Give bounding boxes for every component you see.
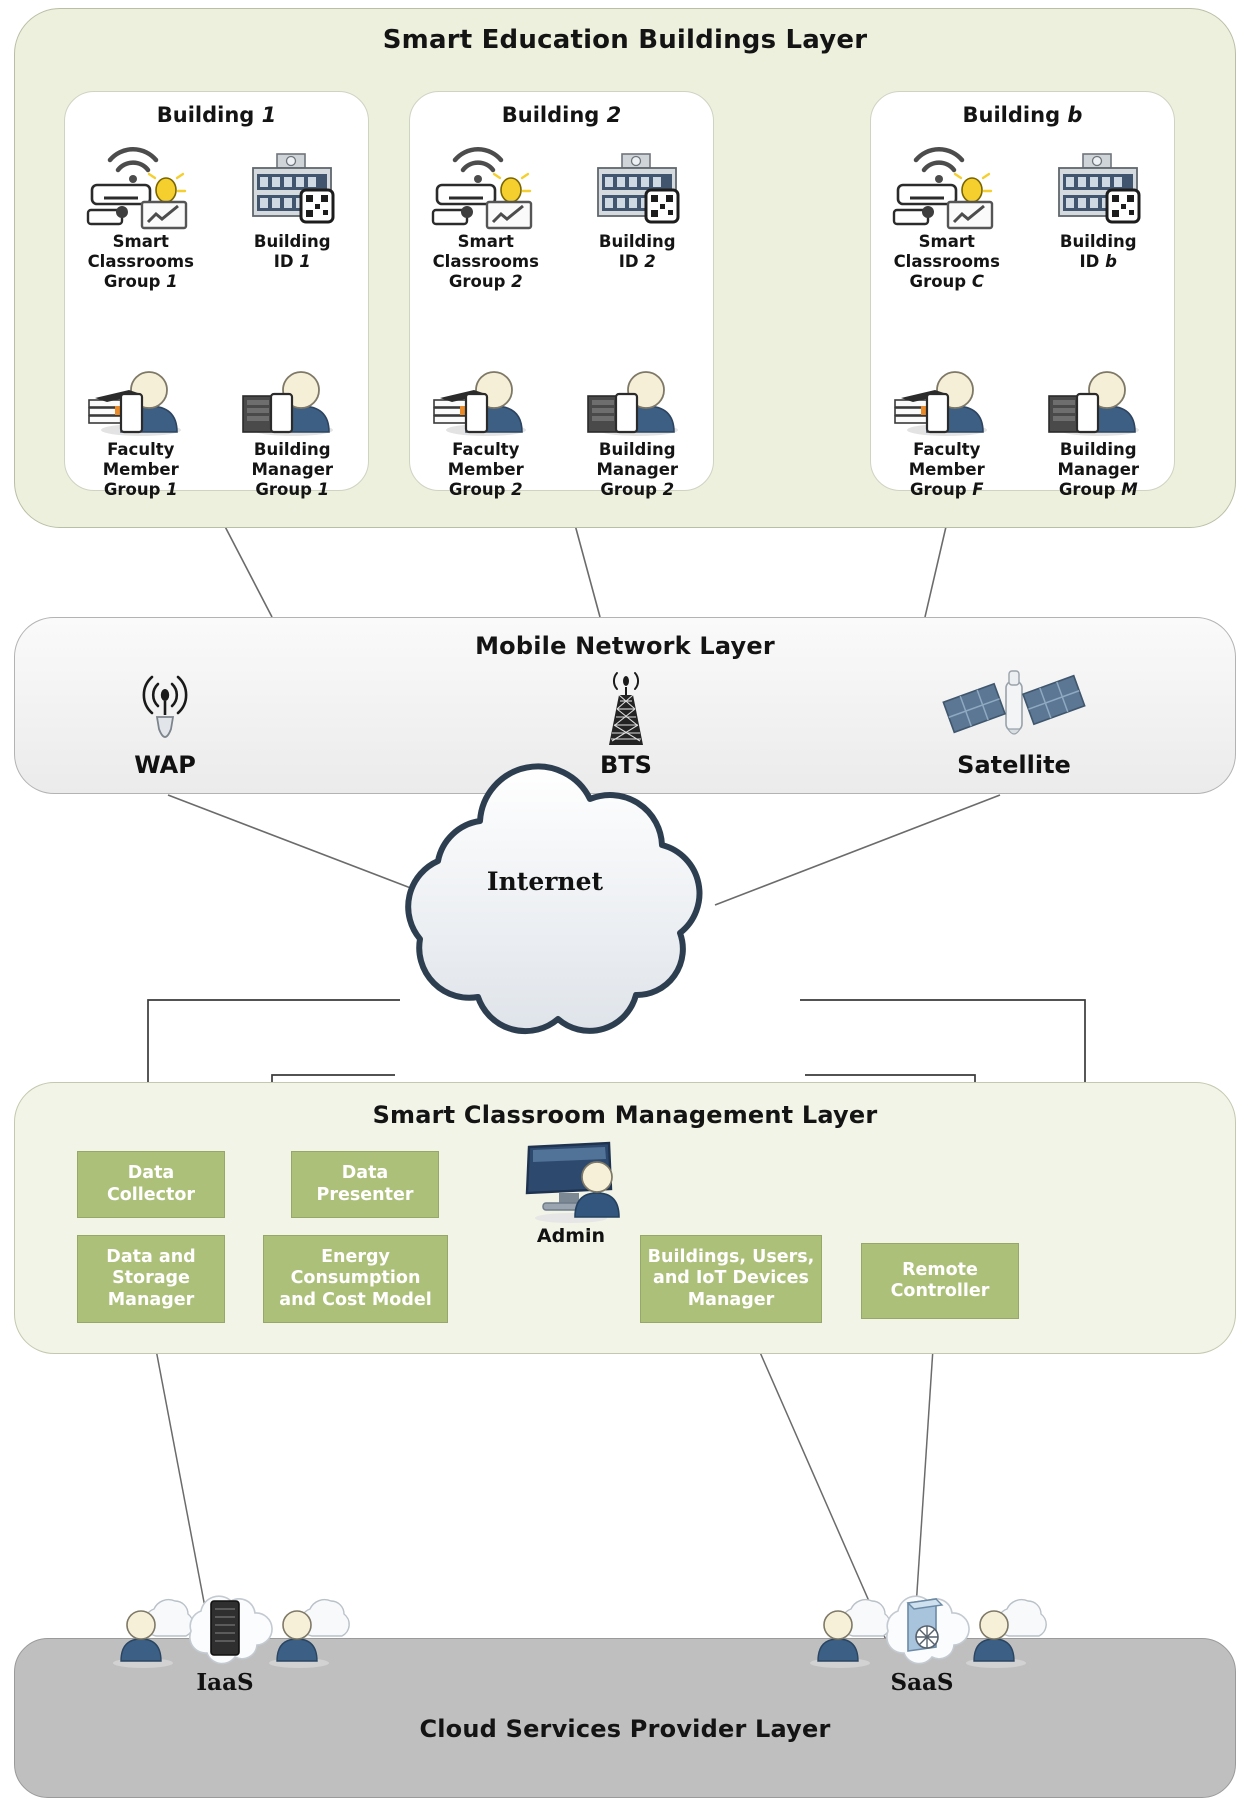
faculty-member-icon — [65, 346, 217, 436]
smart-classroom-icon — [871, 138, 1023, 230]
cell-tower-icon — [511, 670, 741, 745]
rc-line2: Controller — [890, 1281, 990, 1301]
dsm-line2: Storage — [112, 1268, 190, 1289]
smart-classrooms-group-c[interactable]: Smart Classrooms Group C — [871, 138, 1023, 292]
data-presenter-box[interactable]: Data Presenter — [291, 1151, 439, 1218]
rc-line1: Remote — [902, 1259, 978, 1280]
building-card-2[interactable]: Building 2 — [409, 91, 714, 499]
internet-cloud: Internet — [330, 745, 760, 1045]
data-presenter-line1: Data — [341, 1163, 389, 1184]
dsm-line1: Data and — [106, 1246, 196, 1267]
building-card-b[interactable]: Building b — [870, 91, 1175, 499]
building-id-b-label: Building ID b — [1059, 232, 1137, 272]
smart-classroom-management-layer: Smart Classroom Management Layer Data Co… — [14, 1082, 1236, 1354]
building-manager-icon — [217, 346, 369, 436]
satellite-icon — [899, 670, 1129, 745]
ecm-line3: and Cost Model — [279, 1289, 432, 1310]
admin-user-monitor-icon — [501, 1141, 641, 1223]
buildings-layer-title: Smart Education Buildings Layer — [382, 25, 868, 55]
faculty-member-group-2[interactable]: Faculty Member Group 2 — [410, 346, 562, 500]
admin-label: Admin — [536, 1225, 606, 1247]
buildings-users-and-iot-devices-manager-box[interactable]: Buildings, Users, and IoT Devices Manage… — [640, 1235, 822, 1323]
building-id-b[interactable]: Building ID b — [1023, 138, 1175, 272]
building-manager-group-m[interactable]: Building Manager Group M — [1023, 346, 1175, 500]
ecm-line2: Consumption — [290, 1268, 421, 1289]
building-b-title: Building b — [962, 103, 1083, 127]
data-presenter-line2: Presenter — [316, 1184, 414, 1205]
mobile-network-layer-title: Mobile Network Layer — [475, 632, 775, 660]
building-qr-icon — [217, 138, 369, 228]
building-manager-icon — [1023, 346, 1175, 436]
building-manager-group-2[interactable]: Building Manager Group 2 — [562, 346, 714, 500]
building-id-2-label: Building ID 2 — [598, 232, 676, 272]
software-cloud-icon — [767, 1571, 1077, 1668]
csp-layer-title: Cloud Services Provider Layer — [419, 1715, 831, 1743]
smart-classrooms-group-2[interactable]: Smart Classrooms Group 2 — [410, 138, 562, 292]
energy-consumption-and-cost-model-box[interactable]: Energy Consumption and Cost Model — [263, 1235, 448, 1323]
server-cloud-icon — [70, 1571, 380, 1668]
smart-education-buildings-layer: Smart Education Buildings Layer Building… — [14, 8, 1236, 528]
building-qr-icon — [562, 138, 714, 228]
building-manager-icon — [562, 346, 714, 436]
data-and-storage-manager-box[interactable]: Data and Storage Manager — [77, 1235, 225, 1323]
smart-classrooms-group-c-label: Smart Classrooms Group C — [893, 232, 1000, 292]
admin-node[interactable]: Admin — [501, 1141, 641, 1247]
faculty-member-group-f-label: Faculty Member Group F — [908, 440, 985, 500]
saas-label: SaaS — [890, 1669, 954, 1696]
building-manager-group-1-label: Building Manager Group 1 — [251, 440, 334, 500]
building-id-1[interactable]: Building ID 1 — [217, 138, 369, 272]
building-manager-group-1[interactable]: Building Manager Group 1 — [217, 346, 369, 500]
faculty-member-icon — [410, 346, 562, 436]
satellite-label: Satellite — [957, 751, 1071, 779]
building-manager-group-m-label: Building Manager Group M — [1057, 440, 1140, 500]
smart-classrooms-group-1-label: Smart Classrooms Group 1 — [87, 232, 194, 292]
faculty-member-group-1[interactable]: Faculty Member Group 1 — [65, 346, 217, 500]
management-layer-title: Smart Classroom Management Layer — [372, 1101, 878, 1129]
cloud-icon — [405, 763, 703, 1035]
buim-line1: Buildings, Users, — [647, 1246, 815, 1267]
building-2-title: Building 2 — [501, 103, 622, 127]
internet-label: Internet — [486, 867, 604, 896]
building-id-2[interactable]: Building ID 2 — [562, 138, 714, 272]
iaas-group[interactable]: IaaS — [70, 1571, 380, 1696]
faculty-member-group-1-label: Faculty Member Group 1 — [102, 440, 179, 500]
ecm-line1: Energy — [321, 1246, 390, 1267]
smart-classroom-icon — [410, 138, 562, 230]
saas-group[interactable]: SaaS — [767, 1571, 1077, 1696]
data-collector-box[interactable]: Data Collector — [77, 1151, 225, 1218]
smart-classroom-icon — [65, 138, 217, 230]
wap-label: WAP — [134, 751, 196, 779]
smart-classrooms-group-2-label: Smart Classrooms Group 2 — [432, 232, 539, 292]
mobile-node-satellite[interactable]: Satellite — [899, 670, 1129, 779]
buim-line3: Manager — [687, 1289, 775, 1310]
iaas-label: IaaS — [196, 1669, 254, 1696]
faculty-member-icon — [871, 346, 1023, 436]
building-manager-group-2-label: Building Manager Group 2 — [596, 440, 679, 500]
data-collector-line2: Collector — [106, 1184, 196, 1205]
faculty-member-group-f[interactable]: Faculty Member Group F — [871, 346, 1023, 500]
building-card-1[interactable]: Building 1 — [64, 91, 369, 499]
mobile-node-bts[interactable]: BTS — [511, 670, 741, 779]
building-qr-icon — [1023, 138, 1175, 228]
buim-line2: and IoT Devices — [653, 1268, 809, 1289]
cloud-services-provider-layer: Cloud Services Provider Layer — [14, 1595, 1236, 1798]
bts-label: BTS — [600, 751, 652, 779]
smart-classrooms-group-1[interactable]: Smart Classrooms Group 1 — [65, 138, 217, 292]
mobile-node-wap[interactable]: WAP — [50, 670, 280, 779]
building-id-1-label: Building ID 1 — [253, 232, 331, 272]
data-collector-line1: Data — [127, 1163, 175, 1184]
dsm-line3: Manager — [107, 1289, 195, 1310]
wireless-access-point-icon — [50, 670, 280, 745]
building-1-title: Building 1 — [156, 103, 277, 127]
faculty-member-group-2-label: Faculty Member Group 2 — [447, 440, 524, 500]
mobile-network-layer: Mobile Network Layer WAP — [14, 617, 1236, 794]
remote-controller-box[interactable]: Remote Controller — [861, 1243, 1019, 1319]
